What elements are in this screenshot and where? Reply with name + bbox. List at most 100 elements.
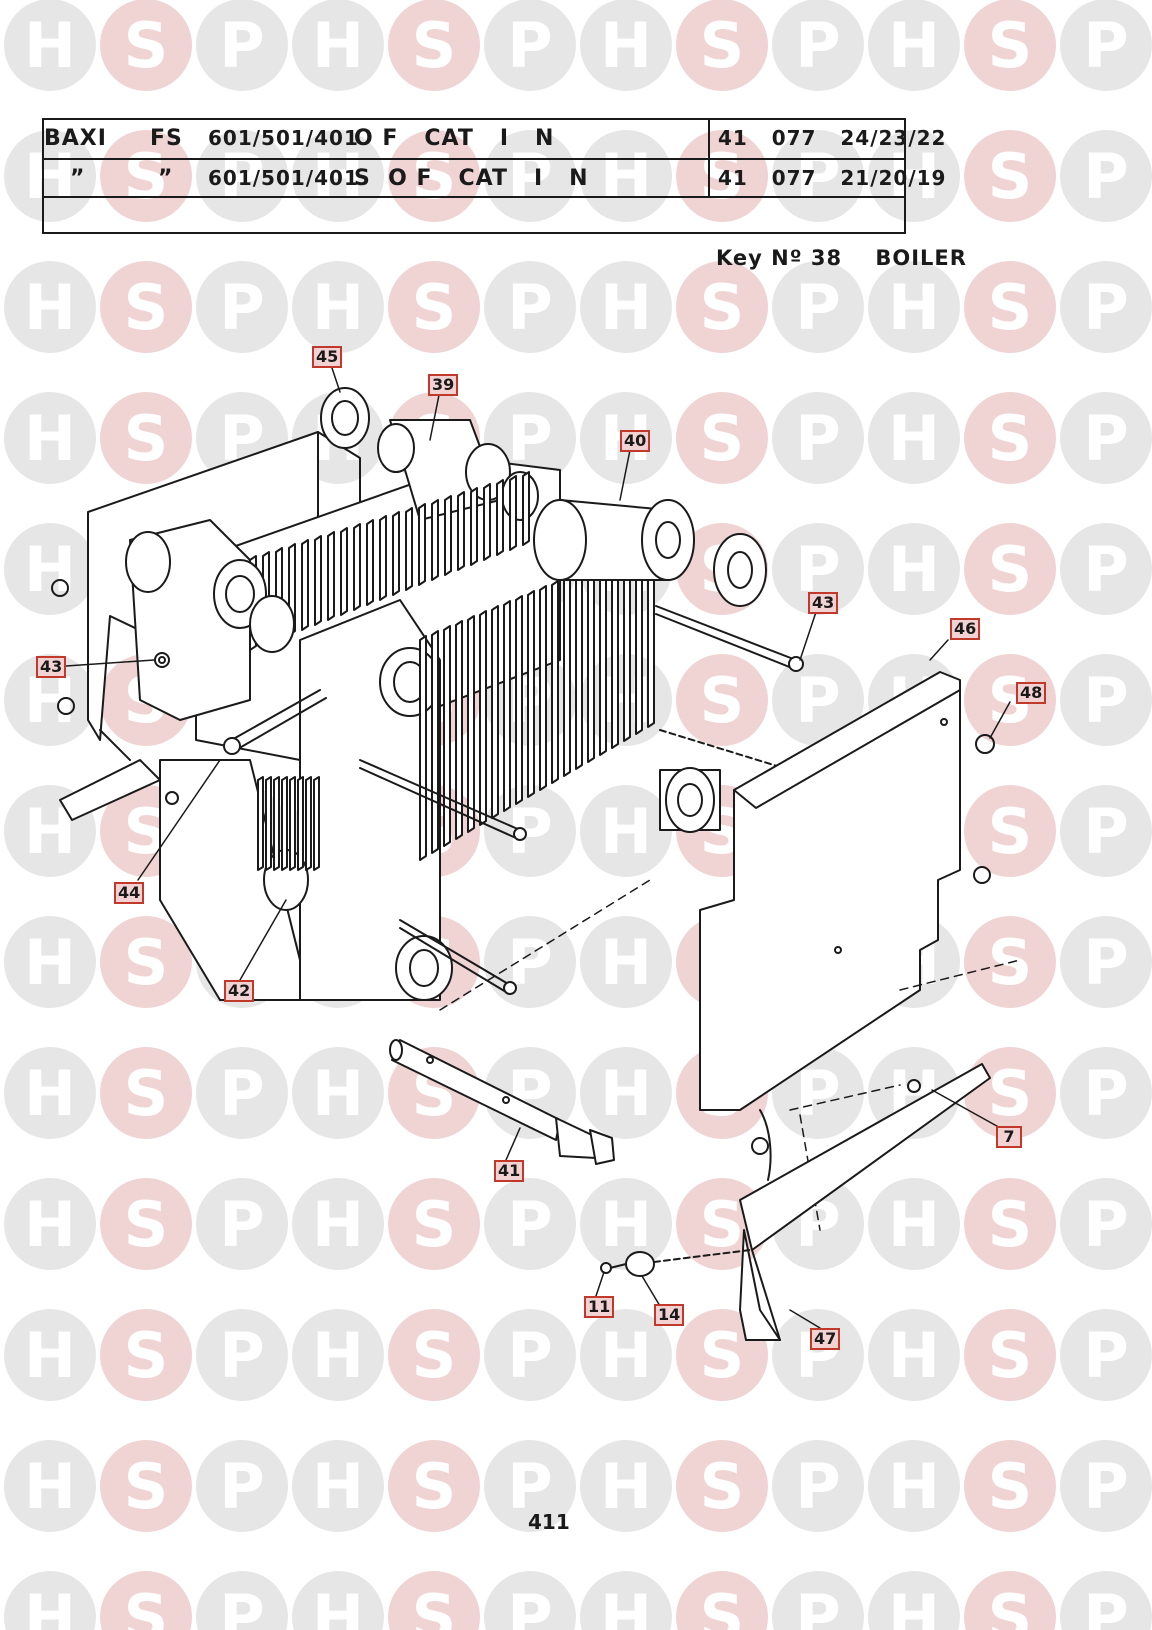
watermark-circle	[4, 130, 96, 222]
callout-part-48[interactable]: 48	[1016, 682, 1047, 704]
watermark-circle	[388, 1178, 480, 1270]
watermark-circle	[388, 1440, 480, 1532]
watermark-letter: H	[312, 1319, 364, 1392]
watermark-circle	[964, 654, 1056, 746]
nut	[154, 652, 179, 805]
watermark-letter: H	[888, 1188, 940, 1261]
callout-part-39[interactable]: 39	[428, 374, 459, 396]
watermark-letter: P	[1083, 271, 1128, 344]
fin	[551, 580, 559, 784]
callout-part-41[interactable]: 41	[494, 1160, 525, 1182]
watermark-letter: P	[1083, 9, 1128, 82]
watermark-letter: H	[24, 1581, 76, 1630]
header-range: ”	[158, 166, 174, 191]
fin	[467, 615, 475, 833]
watermark-circle	[676, 654, 768, 746]
header-models: 601/501/401	[208, 126, 359, 150]
callout-part-47[interactable]: 47	[810, 1328, 841, 1350]
watermark-letter: P	[795, 271, 840, 344]
watermark-letter: P	[219, 1188, 264, 1261]
fin	[418, 503, 426, 586]
fin	[509, 475, 517, 551]
watermark-letter: P	[1083, 795, 1128, 868]
callout-part-42[interactable]: 42	[224, 980, 255, 1002]
watermark-circle	[484, 261, 576, 353]
watermark-circle	[292, 1047, 384, 1139]
watermark-circle	[868, 130, 960, 222]
watermark-circle	[196, 1047, 288, 1139]
fin	[444, 495, 452, 576]
watermark-circle	[196, 0, 288, 91]
callout-part-7[interactable]: 7	[996, 1126, 1022, 1148]
watermark-circle	[772, 1571, 864, 1630]
watermark-letter: S	[124, 926, 169, 999]
watermark-circle	[772, 1440, 864, 1532]
header-row: ” ” 601/501/401 S O F CAT I N 41 077 21/…	[44, 158, 945, 196]
callout-part-45[interactable]: 45	[312, 346, 343, 368]
callout-part-14[interactable]: 14	[654, 1304, 685, 1326]
watermark-letter: P	[219, 9, 264, 82]
callout-part-11[interactable]: 11	[584, 1296, 615, 1318]
header-variant: O F CAT I N	[354, 126, 555, 151]
fin	[419, 635, 427, 861]
washer	[751, 1137, 769, 1155]
fin	[305, 776, 312, 871]
fin	[257, 776, 264, 871]
watermark-letter: S	[412, 1319, 457, 1392]
watermark-circle	[580, 0, 672, 91]
callout-part-40[interactable]: 40	[620, 430, 651, 452]
fin	[443, 625, 451, 847]
watermark-letter: S	[988, 1057, 1033, 1130]
watermark-circle	[100, 1309, 192, 1401]
fin	[575, 570, 583, 770]
header-row: BAXI FS 601/501/401 O F CAT I N 41 077 2…	[44, 120, 945, 156]
watermark-circle	[196, 1178, 288, 1270]
watermark-letter: H	[24, 140, 76, 213]
watermark-circle	[964, 392, 1056, 484]
watermark-letter: H	[312, 1581, 364, 1630]
callout-leaders	[65, 367, 1011, 1329]
callout-part-43[interactable]: 43	[808, 592, 839, 614]
watermark-letter: H	[600, 926, 652, 999]
watermark-circle	[964, 261, 1056, 353]
watermark-letter: H	[312, 140, 364, 213]
watermark-letter: P	[1083, 1057, 1128, 1130]
callout-part-43[interactable]: 43	[36, 656, 67, 678]
callout-part-46[interactable]: 46	[950, 618, 981, 640]
fin	[281, 776, 288, 871]
watermark-circle	[964, 1440, 1056, 1532]
watermark-circle	[580, 916, 672, 1008]
fin	[457, 491, 465, 571]
watermark-letter: H	[312, 9, 364, 82]
watermark-letter: S	[988, 1450, 1033, 1523]
watermark-letter: P	[507, 1319, 552, 1392]
watermark-letter: S	[988, 271, 1033, 344]
fin	[563, 575, 571, 777]
watermark-letter: P	[795, 664, 840, 737]
watermark-letter: H	[600, 140, 652, 213]
watermark-circle	[4, 392, 96, 484]
watermark-circle	[772, 1309, 864, 1401]
watermark-circle	[676, 261, 768, 353]
watermark-circle	[100, 392, 192, 484]
callout-part-44[interactable]: 44	[114, 882, 145, 904]
watermark-circle	[676, 1440, 768, 1532]
watermark-circle	[964, 523, 1056, 615]
watermark-letter: S	[124, 1581, 169, 1630]
watermark-letter: H	[600, 1450, 652, 1523]
watermark-letter: P	[1083, 402, 1128, 475]
watermark-circle	[964, 1178, 1056, 1270]
watermark-letter: P	[1083, 533, 1128, 606]
watermark-circle	[100, 261, 192, 353]
watermark-letter: H	[888, 140, 940, 213]
watermark-circle	[676, 392, 768, 484]
watermark-circle	[868, 1440, 960, 1532]
watermark-circle	[1060, 0, 1152, 91]
watermark-circle	[484, 130, 576, 222]
watermark-letter: S	[988, 1581, 1033, 1630]
watermark-circle	[196, 1440, 288, 1532]
watermark-circle	[100, 916, 192, 1008]
watermark-circle	[964, 1571, 1056, 1630]
fin	[313, 776, 320, 871]
watermark-circle	[100, 130, 192, 222]
